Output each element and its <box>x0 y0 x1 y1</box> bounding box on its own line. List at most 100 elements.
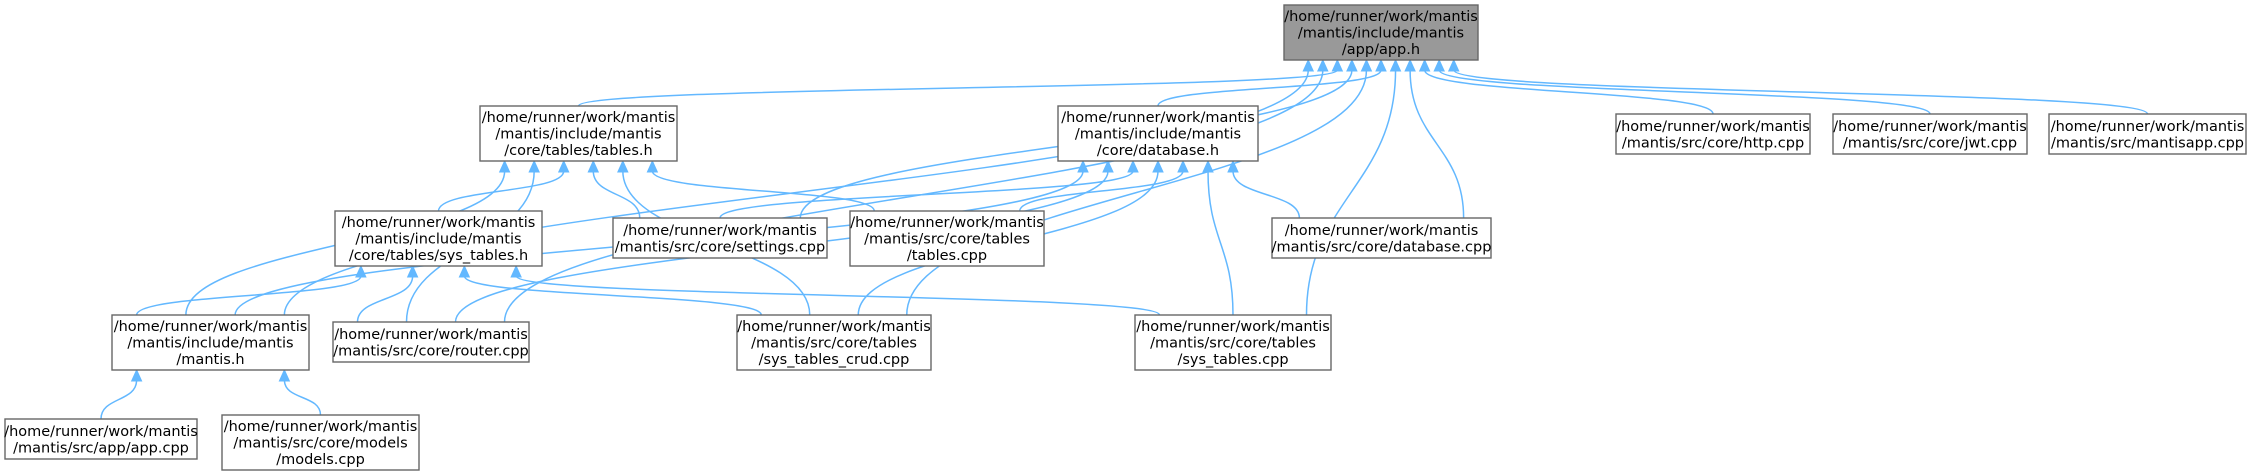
edge-arrowhead <box>1317 58 1329 72</box>
edge-arrowhead <box>498 159 511 173</box>
node-jwt-cpp[interactable]: /home/runner/work/mantis/mantis/src/core… <box>1832 113 2028 155</box>
node-box <box>1271 217 1492 259</box>
dependency-edge <box>135 264 367 316</box>
node-label-line: /mantis/include/mantis <box>127 336 293 352</box>
dependency-edge <box>1433 58 1931 115</box>
dependency-edge <box>278 368 322 416</box>
edge-line <box>503 69 1324 323</box>
node-label-line: /mantis/src/core/settings.cpp <box>615 239 825 255</box>
edge-line <box>283 379 322 416</box>
edge-arrowhead <box>1102 159 1114 173</box>
node-label-line: /home/runner/work/mantis <box>342 215 536 231</box>
node-router-cpp[interactable]: /home/runner/work/mantis/mantis/src/core… <box>332 321 530 363</box>
dependency-edge <box>577 58 1344 107</box>
dependency-edge <box>1447 58 2149 115</box>
edge-line <box>1019 170 1184 212</box>
edge-arrowhead <box>1227 159 1239 173</box>
node-database-h[interactable]: /home/runner/work/mantis/mantis/include/… <box>1057 105 1259 162</box>
node-label-line: /home/runner/work/mantis <box>1061 110 1255 126</box>
dependency-edge <box>437 159 570 212</box>
edge-line <box>719 170 1134 219</box>
node-label-line: /home/runner/work/mantis <box>623 223 817 239</box>
node-http-cpp[interactable]: /home/runner/work/mantis/mantis/src/core… <box>1615 113 1811 155</box>
edge-line <box>135 275 362 316</box>
dependency-edge <box>510 264 1161 316</box>
node-label-line: /mantis/src/core/tables <box>751 336 917 352</box>
node-box <box>736 314 932 371</box>
node-label-line: /mantis/include/mantis <box>1075 127 1241 143</box>
node-label-line: /home/runner/work/mantis <box>334 327 528 343</box>
node-label-line: /home/runner/work/mantis <box>2051 119 2245 135</box>
node-tables-h[interactable]: /home/runner/work/mantis/mantis/include/… <box>479 105 678 162</box>
edge-arrowhead <box>1375 58 1387 72</box>
dependency-edge <box>1227 159 1301 219</box>
node-label-line: /mantis/src/mantisapp.cpp <box>2051 135 2244 151</box>
edge-arrowhead <box>1418 58 1431 72</box>
edge-arrowhead <box>1360 58 1373 72</box>
node-label-line: /mantis.h <box>176 352 244 368</box>
node-box <box>1134 314 1332 371</box>
edge-arrowhead <box>1127 159 1139 173</box>
dependency-edge <box>906 58 1373 316</box>
node-label-line: /mantis/src/core/jwt.cpp <box>1843 135 2017 151</box>
edge-arrowhead <box>510 264 522 278</box>
node-box <box>1283 4 1479 61</box>
node-box <box>4 418 198 460</box>
node-sys-tables-crud-cpp[interactable]: /home/runner/work/mantis/mantis/src/core… <box>736 314 932 371</box>
node-label-line: /mantis/src/core/http.cpp <box>1622 135 1804 151</box>
edge-arrowhead <box>1404 58 1416 72</box>
edge-arrowhead <box>355 264 367 278</box>
edge-arrowhead <box>1302 58 1315 72</box>
node-label-line: /mantis/src/app/app.cpp <box>13 440 189 456</box>
node-label-line: /home/runner/work/mantis <box>850 215 1044 231</box>
edge-arrowhead <box>1447 58 1460 72</box>
node-settings-cpp[interactable]: /home/runner/work/mantis/mantis/src/core… <box>612 217 828 259</box>
node-label-line: /home/runner/work/mantis <box>114 319 308 335</box>
dependency-edge <box>356 264 419 323</box>
edge-line <box>1423 69 1714 115</box>
node-box <box>1057 105 1259 162</box>
node-label-line: /mantis/include/mantis <box>355 232 521 248</box>
edge-arrowhead <box>1177 159 1189 173</box>
dependency-edge <box>1404 58 1465 219</box>
edge-arrowhead <box>1202 159 1214 173</box>
edge-line <box>356 275 414 323</box>
dependency-edge <box>587 159 641 219</box>
node-models-cpp[interactable]: /home/runner/work/mantis/mantis/src/core… <box>221 414 420 471</box>
node-label-line: /core/tables/tables.h <box>504 143 652 159</box>
dependency-edge <box>1202 159 1234 316</box>
edge-line <box>1232 170 1301 219</box>
edge-line <box>515 275 1161 316</box>
edge-line <box>1207 170 1234 316</box>
edge-arrowhead <box>1331 58 1344 72</box>
dependency-edge <box>1157 58 1387 107</box>
node-mantis-h[interactable]: /home/runner/work/mantis/mantis/include/… <box>111 314 310 371</box>
node-database-cpp[interactable]: /home/runner/work/mantis/mantis/src/core… <box>1271 217 1492 259</box>
dependency-edge <box>283 58 1315 316</box>
dependency-edge <box>458 264 762 316</box>
edge-line <box>577 69 1339 107</box>
node-label-line: /mantis/src/core/database.cpp <box>1272 239 1492 255</box>
edge-line <box>1305 69 1397 316</box>
edge-line <box>906 69 1368 316</box>
node-app-h[interactable]: /home/runner/work/mantis/mantis/include/… <box>1283 4 1479 61</box>
node-mantisapp-cpp[interactable]: /home/runner/work/mantis/mantis/src/mant… <box>2048 113 2247 155</box>
dependency-edge <box>100 368 143 420</box>
edge-arrowhead <box>278 368 291 382</box>
node-label-line: /core/tables/sys_tables.h <box>349 248 528 264</box>
node-label-line: /mantis/src/core/tables <box>1150 336 1316 352</box>
node-box <box>332 321 530 363</box>
node-sys-tables-cpp[interactable]: /home/runner/work/mantis/mantis/src/core… <box>1134 314 1332 371</box>
edge-arrowhead <box>587 159 600 173</box>
node-tables-cpp[interactable]: /home/runner/work/mantis/mantis/src/core… <box>849 210 1045 267</box>
dependency-edge <box>1305 58 1402 316</box>
node-label-line: /home/runner/work/mantis <box>737 319 931 335</box>
edge-line <box>100 379 138 420</box>
node-sys-tables-h[interactable]: /home/runner/work/mantis/mantis/include/… <box>334 210 543 267</box>
dependency-edge <box>646 159 875 212</box>
edge-arrowhead <box>646 159 659 173</box>
node-label-line: /mantis/src/core/router.cpp <box>333 343 529 359</box>
node-app-cpp[interactable]: /home/runner/work/mantis/mantis/src/app/… <box>4 418 198 460</box>
edge-arrowhead <box>1346 58 1358 72</box>
